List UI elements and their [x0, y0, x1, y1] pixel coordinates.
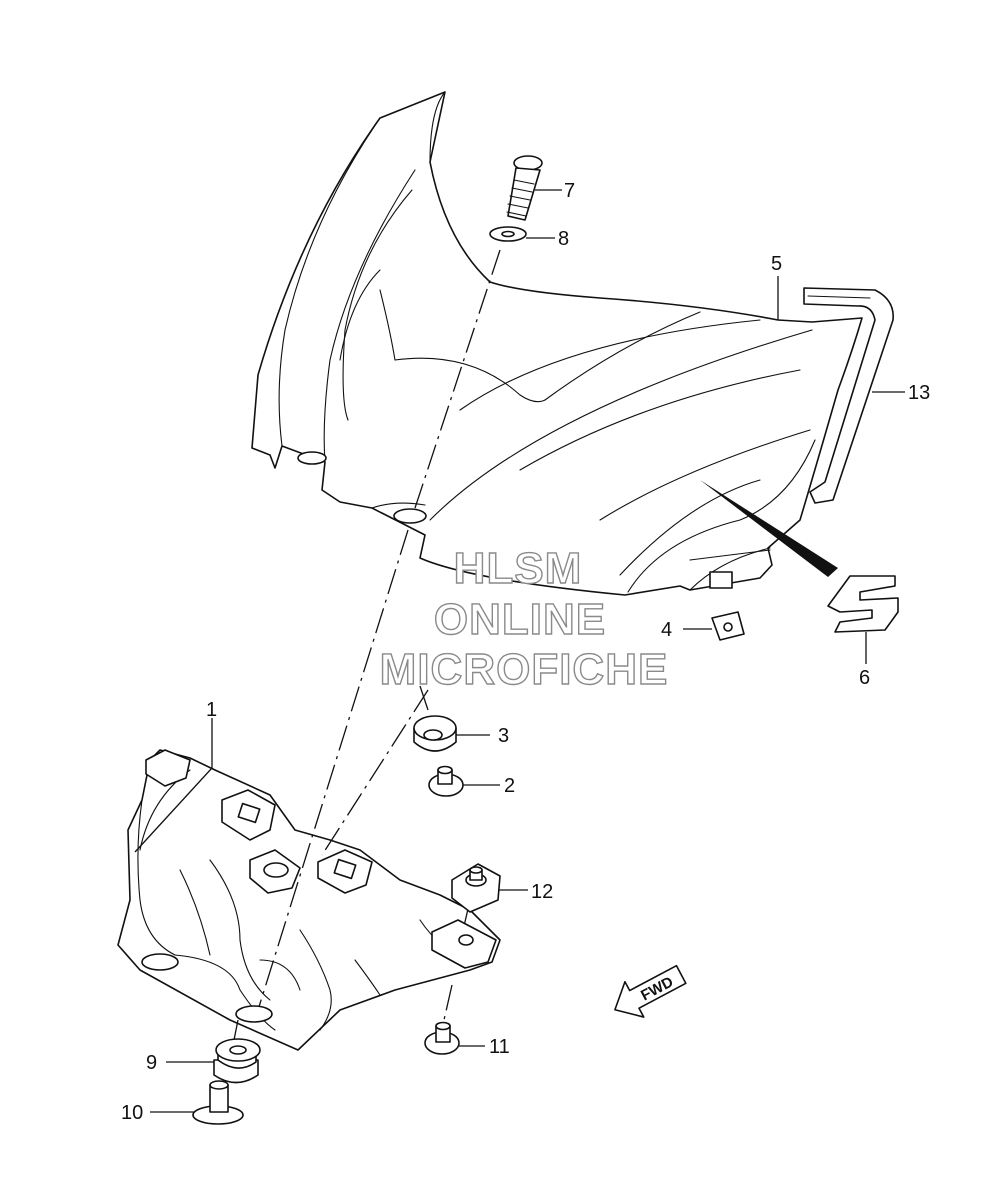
mount-tab — [145, 749, 191, 787]
clip-slot — [709, 571, 733, 589]
bolt-part-2 — [428, 765, 464, 797]
grommet-part-3 — [413, 715, 457, 752]
callout-6: 6 — [859, 667, 870, 689]
screw-part-7 — [506, 155, 543, 221]
mount-hole — [235, 1005, 273, 1023]
collar-part-10 — [192, 1080, 244, 1125]
cage-nut-part-12 — [451, 863, 501, 913]
washer-part-8 — [489, 226, 527, 242]
callout-10: 10 — [121, 1102, 143, 1124]
callouts: 7 8 5 13 4 6 1 3 2 12 11 9 10 — [121, 180, 930, 1124]
callout-5: 5 — [771, 253, 782, 275]
fwd-arrow: FWD — [614, 964, 687, 1018]
callout-2: 2 — [504, 775, 515, 797]
callout-4: 4 — [661, 619, 672, 641]
callout-1: 1 — [206, 699, 217, 721]
collar-bolt-part-11 — [424, 1021, 460, 1055]
watermark-line-2: ONLINE — [434, 595, 606, 644]
mount-hole — [141, 953, 179, 971]
watermark-line-3: MICROFICHE — [380, 645, 669, 694]
mount-hole-upper — [393, 508, 427, 524]
nut-clip-part-4 — [711, 611, 745, 641]
emblem-part-6 — [827, 575, 899, 633]
callout-11: 11 — [489, 1036, 510, 1058]
callout-7: 7 — [564, 180, 575, 202]
callout-9: 9 — [146, 1052, 157, 1074]
callout-8: 8 — [558, 228, 569, 250]
watermark-line-1: HLSM — [454, 544, 583, 593]
callout-13: 13 — [908, 382, 930, 404]
upper-cowl-part-5 — [251, 91, 863, 596]
mount-hole-left — [297, 451, 327, 465]
trim-strip-part-13 — [803, 287, 894, 504]
callout-3: 3 — [498, 725, 509, 747]
assembly-lines — [233, 249, 501, 1041]
pointer-stripe — [700, 480, 838, 577]
grommet-part-9 — [213, 1038, 261, 1084]
lower-bracket-part-1 — [117, 749, 501, 1051]
watermark: HLSM ONLINE MICROFICHE — [379, 543, 669, 694]
callout-12: 12 — [531, 881, 553, 903]
leader-lines — [134, 189, 905, 1113]
